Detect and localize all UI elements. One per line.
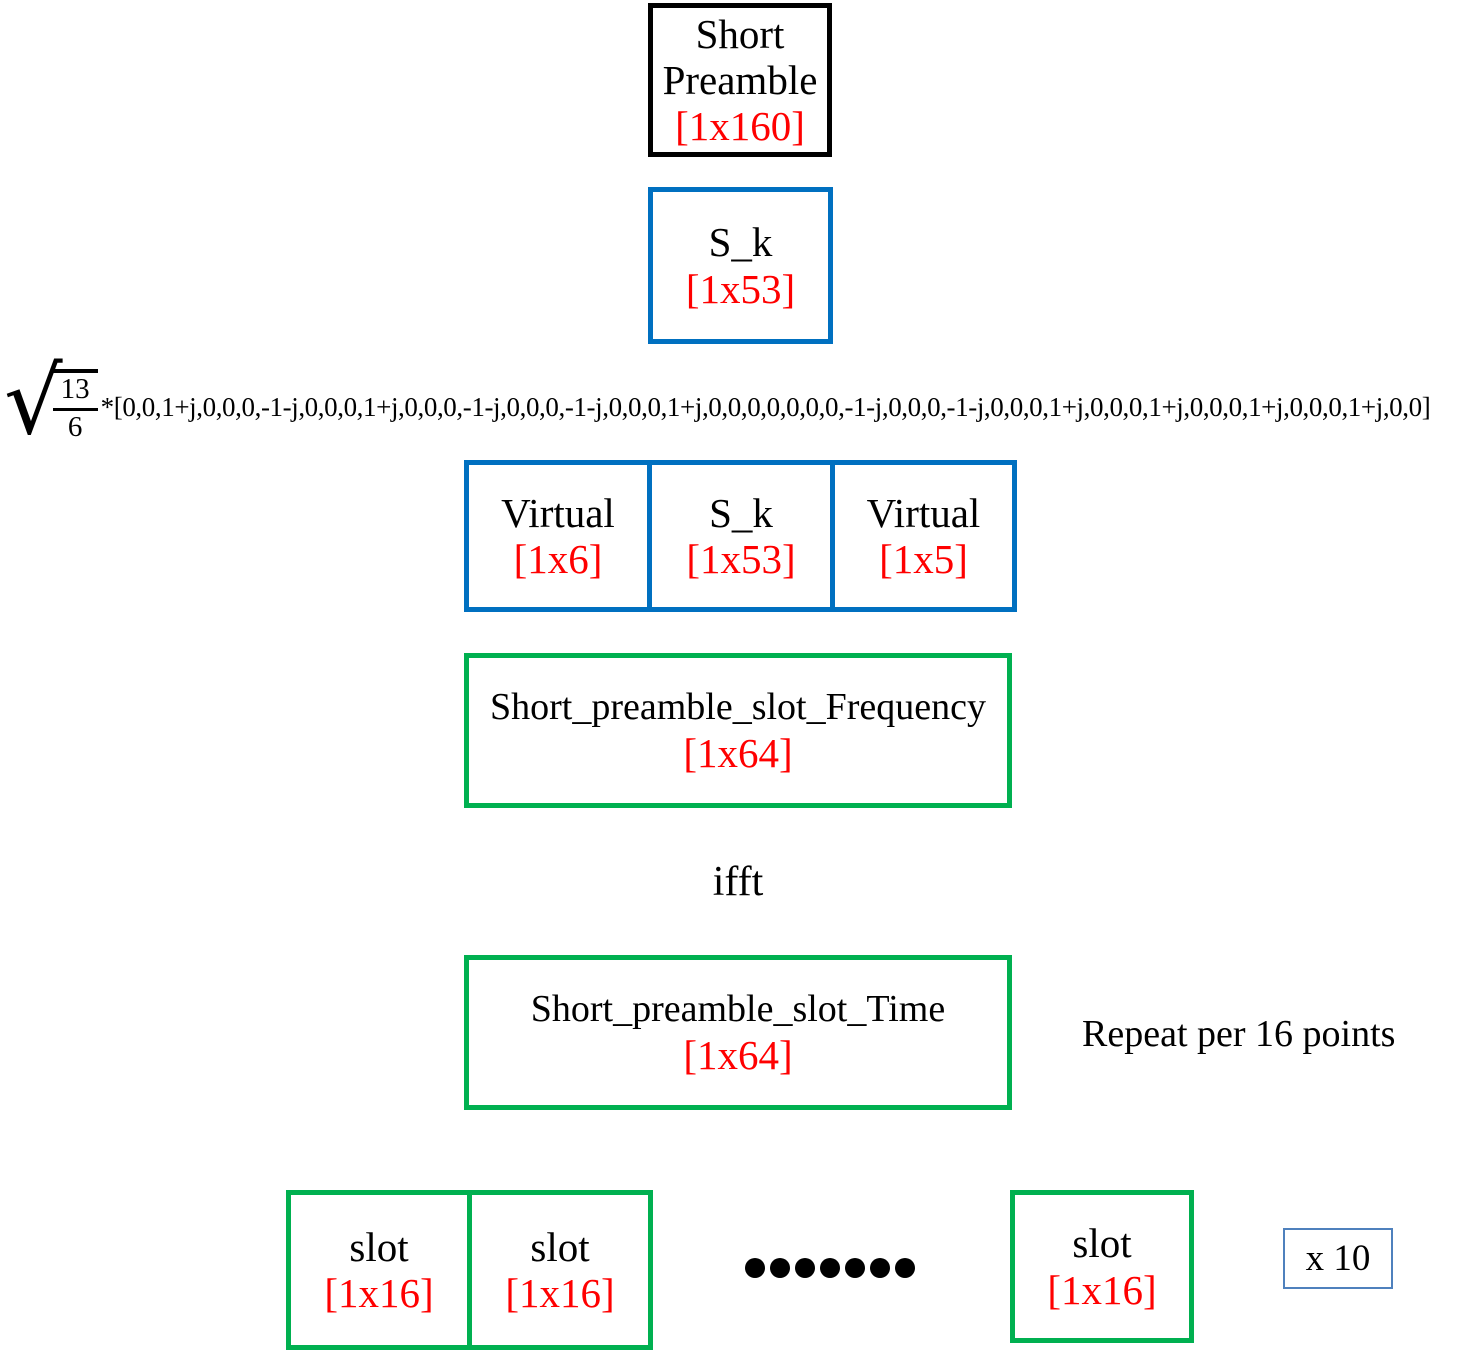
fraction-numerator: 13 xyxy=(52,373,98,411)
sk-dim: [1x53] xyxy=(685,265,796,312)
frequency-slot-label: Short_preamble_slot_Frequency xyxy=(489,685,986,728)
ellipsis-dots xyxy=(745,1258,915,1278)
sk-box: S_k [1x53] xyxy=(648,187,833,344)
ellipsis-dot xyxy=(745,1258,765,1278)
virtual-left-label: Virtual xyxy=(501,489,615,536)
short-preamble-label-line2: Preamble xyxy=(662,56,818,103)
ifft-label: ifft xyxy=(712,859,764,905)
frequency-slot-dim: [1x64] xyxy=(683,730,793,777)
repeat-note: Repeat per 16 points xyxy=(1082,1013,1396,1055)
time-slot-label: Short_preamble_slot_Time xyxy=(530,987,946,1030)
slot2-dim: [1x16] xyxy=(505,1270,615,1316)
sk-mid-dim: [1x53] xyxy=(686,536,796,582)
virtual-left-dim: [1x6] xyxy=(513,536,603,582)
slot3-label: slot xyxy=(1072,1220,1132,1267)
virtual-right-label: Virtual xyxy=(866,489,981,536)
slot2-box: slot [1x16] xyxy=(467,1190,653,1350)
scaling-formula: √ 13 6 *[0,0,1+j,0,0,0,-1-j,0,0,0,1+j,0,… xyxy=(4,356,1431,449)
slot3-box: slot [1x16] xyxy=(1010,1190,1194,1343)
ellipsis-dot xyxy=(895,1258,915,1278)
virtual-right-dim: [1x5] xyxy=(879,536,968,582)
slot1-dim: [1x16] xyxy=(324,1270,434,1316)
slot3-dim: [1x16] xyxy=(1047,1266,1157,1313)
slot1-label: slot xyxy=(349,1223,409,1270)
sk-mid-box: S_k [1x53] xyxy=(647,460,835,612)
slot2-label: slot xyxy=(530,1223,590,1270)
subcarrier-mapping-row: Virtual [1x6] S_k [1x53] Virtual [1x5] xyxy=(464,460,1017,612)
multiplier-box: x 10 xyxy=(1283,1228,1393,1289)
short-preamble-box: Short Preamble [1x160] xyxy=(648,3,832,157)
short-preamble-dim: [1x160] xyxy=(675,103,805,150)
frequency-slot-box: Short_preamble_slot_Frequency [1x64] xyxy=(464,653,1012,808)
sk-label: S_k xyxy=(708,219,773,266)
sk-sequence-text: *[0,0,1+j,0,0,0,-1-j,0,0,0,1+j,0,0,0,-1-… xyxy=(100,391,1431,422)
virtual-right-box: Virtual [1x5] xyxy=(830,460,1017,612)
sk-mid-label: S_k xyxy=(709,489,773,536)
ellipsis-dot xyxy=(870,1258,890,1278)
short-preamble-label-line1: Short xyxy=(695,10,785,57)
ellipsis-dot xyxy=(845,1258,865,1278)
fraction-denominator: 6 xyxy=(67,410,83,443)
sqrt-radical: √ 13 6 xyxy=(4,356,98,448)
ellipsis-dot xyxy=(820,1258,840,1278)
ellipsis-dot xyxy=(770,1258,790,1278)
slot1-box: slot [1x16] xyxy=(286,1190,472,1350)
multiplier-label: x 10 xyxy=(1305,1238,1371,1279)
sqrt-fraction: 13 6 xyxy=(52,368,98,444)
ellipsis-dot xyxy=(795,1258,815,1278)
slot-pair-row: slot [1x16] slot [1x16] xyxy=(286,1190,653,1350)
time-slot-box: Short_preamble_slot_Time [1x64] xyxy=(464,955,1012,1110)
virtual-left-box: Virtual [1x6] xyxy=(464,460,652,612)
time-slot-dim: [1x64] xyxy=(683,1032,793,1079)
